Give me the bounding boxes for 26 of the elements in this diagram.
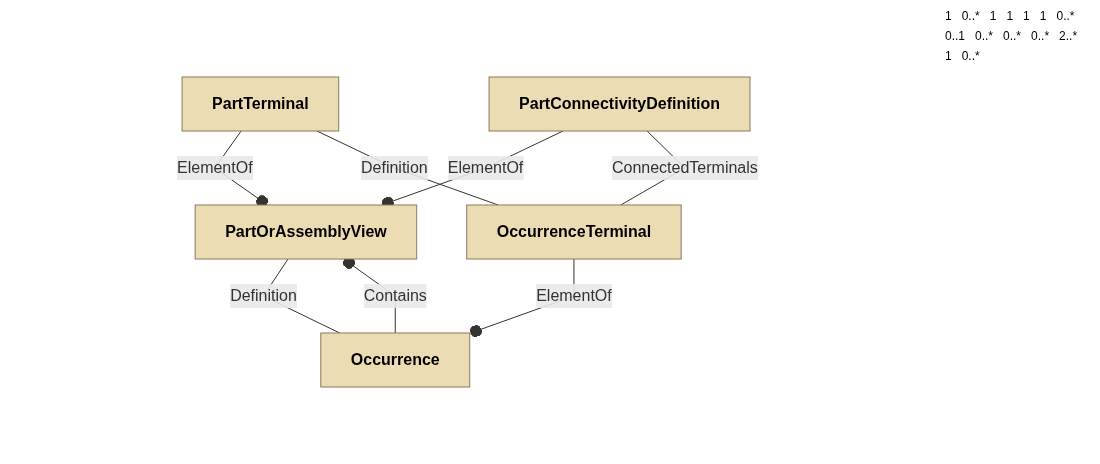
multiplicity-label: 0..* <box>1030 28 1051 44</box>
multiplicity-label: 0..* <box>1055 8 1076 24</box>
multiplicity-label: 0..* <box>960 8 981 24</box>
edge-label: ElementOf <box>535 287 612 304</box>
edge-label: ConnectedTerminals <box>611 159 758 176</box>
multiplicity-label: 0..1 <box>944 28 966 44</box>
multiplicity-label: 2..* <box>1058 28 1079 44</box>
edge-label: Definition <box>360 159 428 176</box>
multiplicity-label: 1 <box>1022 8 1031 24</box>
multiplicity-label: 1 <box>944 8 953 24</box>
node-box: OccurrenceTerminal <box>465 204 682 260</box>
multiplicity-label: 1 <box>1038 8 1048 24</box>
multiplicity-label: 1 <box>988 8 998 24</box>
edge-label: ElementOf <box>447 159 523 176</box>
node-box: PartTerminal <box>181 76 339 132</box>
multiplicity-label: 0..* <box>974 28 995 44</box>
multiplicity-label: 1 <box>1005 8 1015 24</box>
edge-label: Definition <box>229 287 297 304</box>
multiplicity-label: 1 <box>944 48 953 64</box>
node-box: PartOrAssemblyView <box>194 204 417 260</box>
multiplicity-label: 0..* <box>960 48 981 64</box>
multiplicity-label: 0..* <box>1002 28 1023 44</box>
edge-label: ElementOf <box>176 159 253 176</box>
node-box: PartConnectivityDefinition <box>488 76 751 132</box>
edge-label: Contains <box>363 287 427 304</box>
node-box: Occurrence <box>319 332 470 388</box>
